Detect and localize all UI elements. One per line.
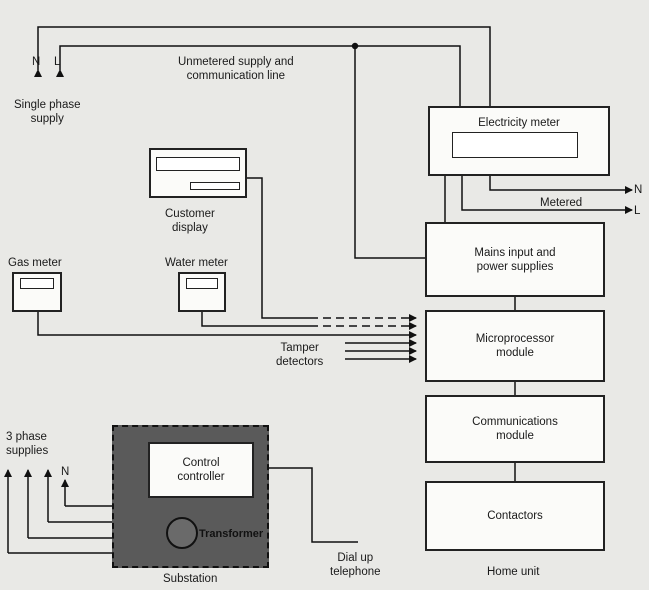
electricity-meter-display (452, 132, 578, 158)
substation-n-label: N (61, 466, 70, 478)
water-meter-label: Water meter (165, 257, 228, 269)
mains-input-label: Mains input and power supplies (474, 246, 556, 273)
home-unit-label: Home unit (487, 566, 540, 578)
customer-display-screen (156, 157, 240, 171)
microprocessor-module: Microprocessor module (425, 310, 605, 382)
supply-l-label: L (54, 56, 61, 68)
customer-display-slot (190, 182, 240, 190)
unmetered-supply-label: Unmetered supply and communication line (178, 56, 294, 82)
electricity-meter-label: Electricity meter (478, 117, 560, 129)
tamper-detectors-label: Tamper detectors (276, 342, 324, 368)
single-phase-supply-label: Single phase supply (14, 99, 81, 125)
communications-label: Communications module (472, 416, 558, 442)
contactors-box: Contactors (425, 481, 605, 551)
metered-label: Metered (540, 197, 583, 209)
customer-display-label: Customer display (165, 208, 215, 234)
control-controller-box: Control controller (148, 442, 254, 498)
mains-input-box: Mains input and power supplies (425, 222, 605, 297)
substation-label: Substation (163, 573, 218, 585)
gas-meter-label: Gas meter (8, 257, 62, 269)
dial-up-telephone-label: Dial up telephone (330, 552, 381, 578)
communications-module: Communications module (425, 395, 605, 463)
supply-n-label: N (32, 56, 41, 68)
metered-l-label: L (634, 205, 641, 217)
metered-n-label: N (634, 184, 643, 196)
transformer-label: Transformer (199, 528, 264, 540)
contactors-label: Contactors (487, 510, 543, 522)
microprocessor-label: Microprocessor module (475, 333, 555, 359)
transformer-icon (166, 517, 198, 549)
control-controller-label: Control controller (177, 457, 225, 483)
three-phase-supplies-label: 3 phase supplies (6, 431, 49, 457)
gas-meter-screen (20, 278, 54, 289)
water-meter-screen (186, 278, 218, 289)
customer-display (149, 148, 247, 198)
